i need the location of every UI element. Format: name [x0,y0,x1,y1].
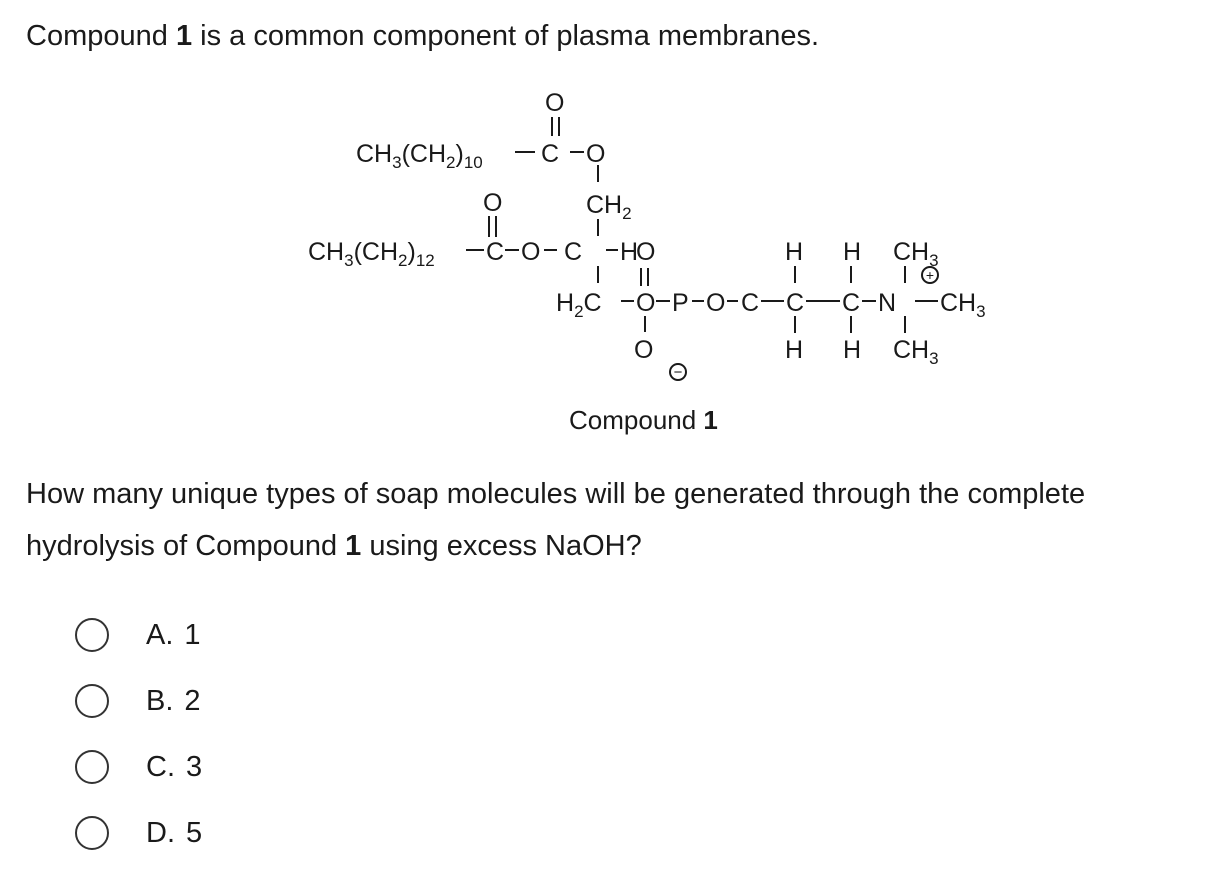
svg-text:O: O [706,289,725,317]
svg-text:C: C [786,289,804,317]
negative-charge: − [674,364,683,381]
compound-1-structure: CH3(CH2)10 O C O CH2 CH3(CH2)12 O C O C … [308,89,986,435]
option-b[interactable]: B.2 [0,669,260,735]
option-a[interactable]: A.1 [0,603,260,669]
svg-text:H: H [843,238,861,266]
intro-text: Compound 1 is a common component of plas… [26,14,819,58]
structure-bonds [466,117,939,381]
svg-text:CH3: CH3 [940,289,986,321]
radio-button-a[interactable] [75,618,109,652]
positive-charge: + [926,267,934,283]
option-d-label[interactable]: D.5 [146,817,203,849]
option-a-label[interactable]: A.1 [146,619,201,651]
svg-text:N: N [878,289,896,317]
structure-caption: Compound 1 [569,405,718,435]
radio-button-b[interactable] [75,684,109,718]
svg-text:H2C: H2C [556,289,602,321]
intro-compound-number: 1 [175,20,193,52]
structure-labels: CH3(CH2)10 O C O CH2 CH3(CH2)12 O C O C … [308,89,986,381]
svg-text:CH2: CH2 [586,191,632,223]
question-part-1: How many unique types of soap molecules … [26,478,1086,562]
radio-button-c[interactable] [75,750,109,784]
svg-text:O: O [636,238,655,266]
chain-top-label: CH3(CH2)10 [356,140,483,172]
svg-text:O: O [483,189,502,217]
question-part-2: using excess NaOH? [361,530,642,562]
svg-text:CH3: CH3 [893,336,939,368]
intro-suffix: is a common component of plasma membrane… [192,20,820,52]
svg-text:O: O [521,238,540,266]
question-compound-number: 1 [345,530,362,562]
svg-text:C: C [486,238,504,266]
chain-mid-label: CH3(CH2)12 [308,238,435,270]
svg-text:H: H [620,238,638,266]
svg-text:O: O [545,89,564,117]
svg-text:C: C [842,289,860,317]
svg-text:O: O [636,289,655,317]
svg-text:H: H [843,336,861,364]
svg-text:C: C [741,289,759,317]
question-text: How many unique types of soap molecules … [26,468,1196,572]
option-b-label[interactable]: B.2 [146,685,201,717]
svg-text:O: O [586,140,605,168]
svg-text:P: P [672,289,689,317]
option-d[interactable]: D.5 [0,801,260,867]
answer-options: A.1 B.2 C.3 D.5 [0,603,260,867]
svg-text:C: C [564,238,582,266]
svg-text:C: C [541,140,559,168]
svg-text:CH3: CH3 [893,238,939,270]
option-c-label[interactable]: C.3 [146,751,203,783]
svg-text:O: O [634,336,653,364]
radio-button-d[interactable] [75,816,109,850]
option-c[interactable]: C.3 [0,735,260,801]
svg-text:H: H [785,336,803,364]
svg-text:H: H [785,238,803,266]
intro-prefix: Compound [26,20,176,52]
